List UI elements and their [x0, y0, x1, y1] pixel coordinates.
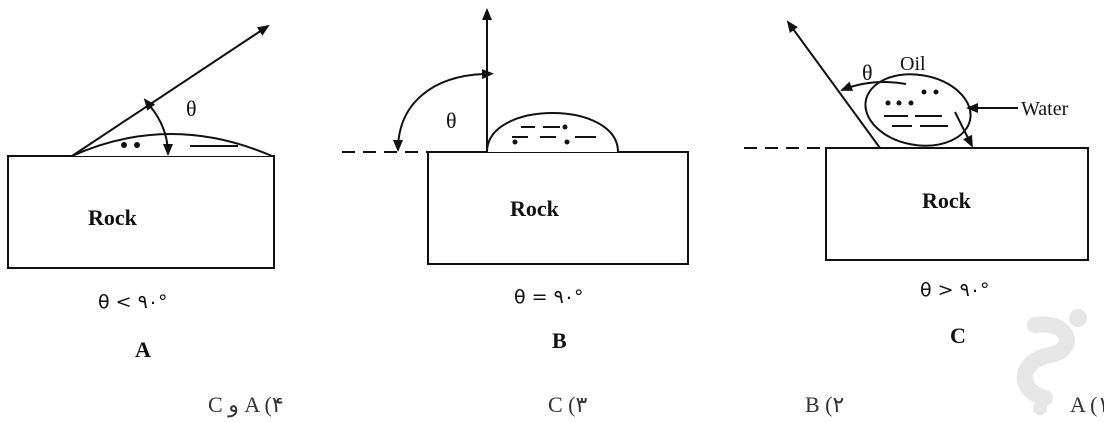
option-4: C و A (۴ [208, 392, 284, 418]
panel-letter-a: A [135, 337, 151, 362]
water-pointer-diagonal-c [954, 111, 973, 148]
option-3: C (۳ [548, 392, 588, 417]
angle-arc-a [143, 98, 173, 156]
rock-block-c [825, 147, 1089, 261]
theta-label-b: θ [446, 108, 457, 133]
theta-label-c: θ [862, 60, 873, 85]
option-2: B (۲ [805, 392, 844, 417]
panel-c: Rock θ Oil Water θ > ۹۰° C [744, 20, 1089, 348]
oil-droplet-c [864, 73, 972, 147]
angle-arc-b [393, 69, 494, 152]
theta-label-a: θ [186, 96, 197, 121]
condition-c: θ > ۹۰° [920, 279, 990, 301]
condition-b: θ = ۹۰° [514, 286, 584, 308]
condition-a: θ < ۹۰° [98, 291, 168, 313]
oil-label-c: Oil [900, 53, 926, 75]
rock-label-b: Rock [510, 196, 560, 221]
watermark-logo [1017, 309, 1087, 415]
rock-block-a [7, 155, 275, 269]
tangent-arrow-a [71, 24, 270, 157]
rock-label-c: Rock [922, 188, 972, 213]
droplet-dots-a [121, 142, 140, 148]
answer-options: C و A (۴ C (۳ B (۲ A (۱ [208, 392, 1104, 418]
water-label-c: Water [1021, 98, 1069, 120]
panel-b: Rock θ θ = ۹۰° B [342, 8, 689, 353]
panel-letter-b: B [552, 328, 567, 353]
option-1: A (۱ [1070, 392, 1104, 417]
droplet-marks-b [512, 124, 596, 145]
droplet-b [486, 112, 619, 153]
panel-letter-c: C [950, 323, 966, 348]
tangent-arrow-c [786, 20, 881, 149]
panel-a: Rock θ θ < ۹۰° A [7, 24, 275, 362]
rock-label-a: Rock [88, 205, 138, 230]
droplet-marks-c [884, 89, 948, 127]
angle-arc-c [840, 81, 907, 91]
